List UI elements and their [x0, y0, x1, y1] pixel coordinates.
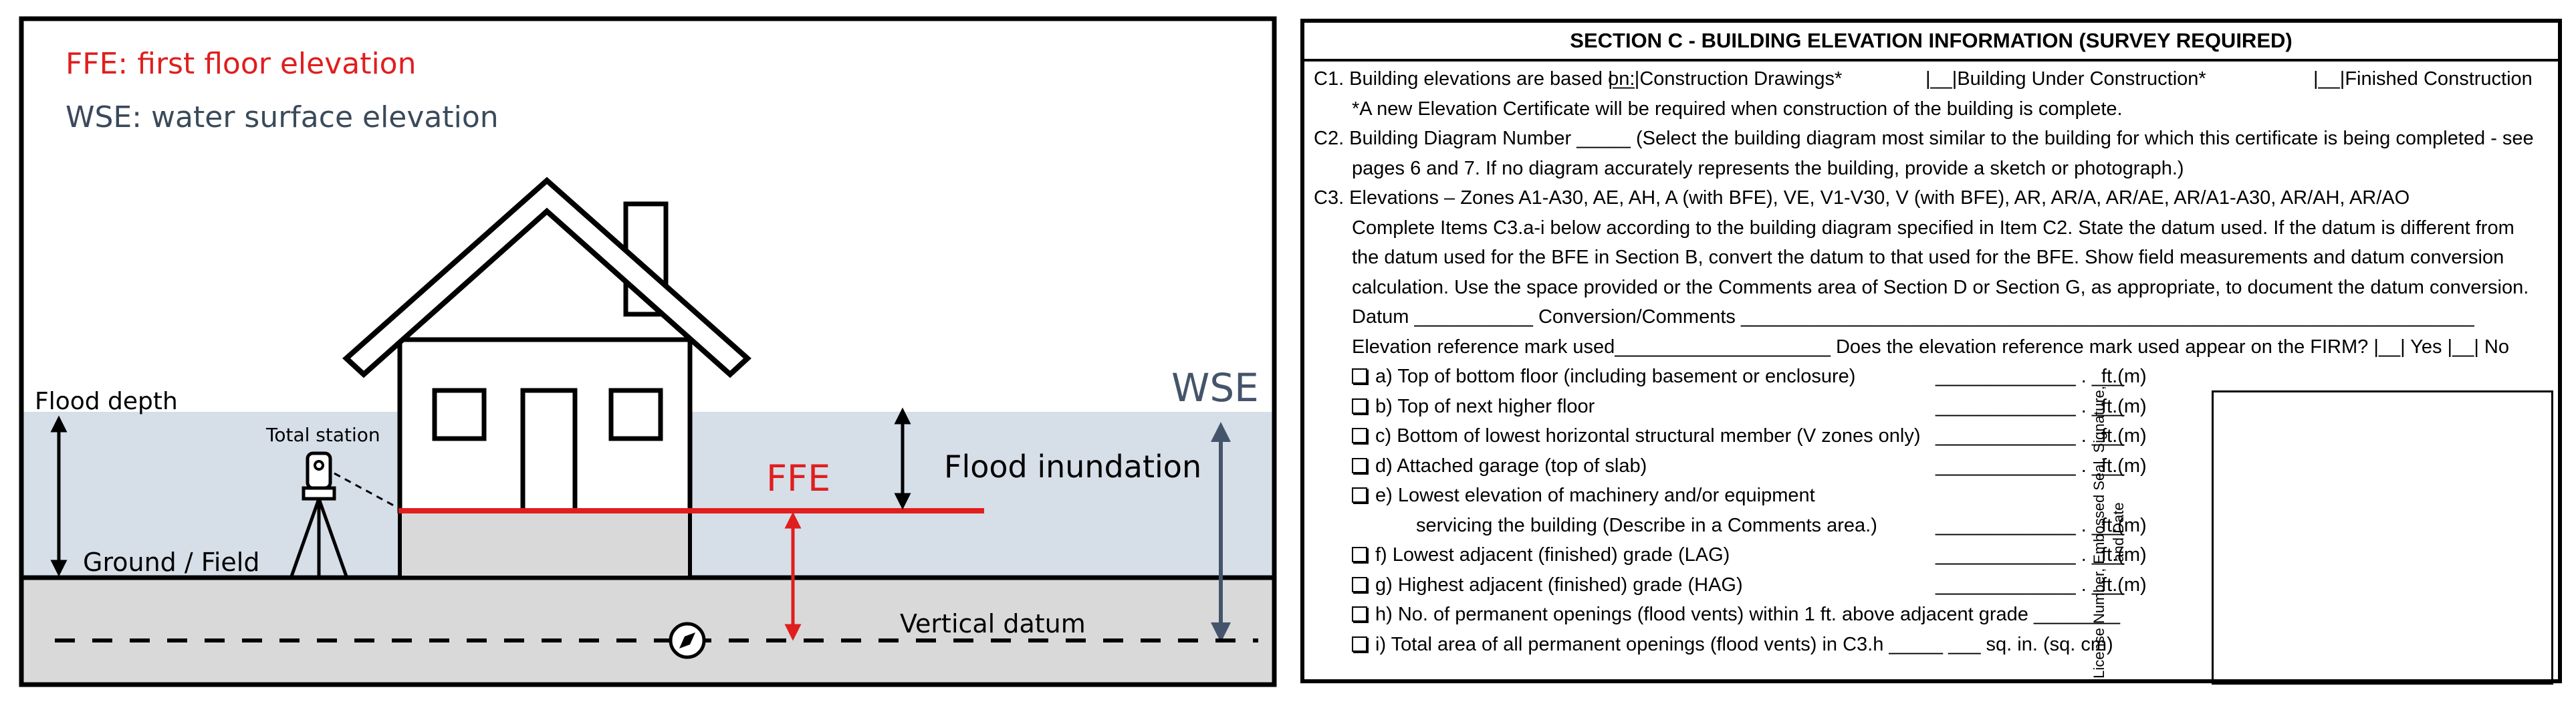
legend-ffe: FFE: first floor elevation [66, 47, 416, 81]
c3-line1: C3. Elevations – Zones A1-A30, AE, AH, A… [1314, 187, 2410, 209]
checkbox-b[interactable] [1352, 398, 1367, 414]
house-roof [342, 176, 751, 378]
item-c-value[interactable]: _____________ . ___ [1936, 425, 2125, 447]
c1-option-under-construction[interactable]: |__|Building Under Construction* [1925, 68, 2206, 90]
flood-inundation-label: Flood inundation [944, 449, 1201, 485]
section-c-form: SECTION C - BUILDING ELEVATION INFORMATI… [1300, 19, 2562, 685]
house-window-left [432, 388, 487, 441]
checkbox-h[interactable] [1352, 606, 1367, 622]
wse-label: WSE [1171, 365, 1259, 410]
house-window-right [608, 388, 663, 441]
reference-mark-field[interactable]: Elevation reference mark used___________… [1352, 336, 2509, 358]
item-b-value[interactable]: _____________ . ___ [1936, 395, 2125, 417]
item-e-unit: ft.(m) [2101, 514, 2147, 536]
compass-icon [669, 622, 706, 659]
item-b-unit: ft.(m) [2101, 395, 2147, 417]
c3-line4: calculation. Use the space provided or t… [1352, 276, 2529, 298]
c1-label: C1. Building elevations are based on: [1314, 68, 1635, 90]
item-c-label: c) Bottom of lowest horizontal structura… [1375, 425, 1921, 447]
total-station-icon [289, 451, 399, 577]
seal-signature-box[interactable] [2212, 390, 2553, 685]
item-i-label[interactable]: i) Total area of all permanent openings … [1375, 633, 2113, 655]
item-c-unit: ft.(m) [2101, 425, 2147, 447]
item-a-row: a) Top of bottom floor (including baseme… [1314, 362, 2549, 392]
item-h-label[interactable]: h) No. of permanent openings (flood vent… [1375, 604, 2121, 625]
item-b-label: b) Top of next higher floor [1375, 395, 1595, 417]
item-d-label: d) Attached garage (top of slab) [1375, 455, 1647, 477]
item-e-row: e) Lowest elevation of machinery and/or … [1314, 481, 2549, 511]
item-g-value[interactable]: _____________ . ___ [1936, 574, 2125, 596]
item-f-value[interactable]: _____________ . ___ [1936, 544, 2125, 566]
checkbox-d[interactable] [1352, 457, 1367, 473]
ground-label: Ground / Field [83, 548, 259, 577]
legend-wse: WSE: water surface elevation [66, 100, 499, 134]
checkbox-i[interactable] [1352, 636, 1367, 652]
c3-line3: the datum used for the BFE in Section B,… [1352, 247, 2504, 268]
c1-row: C1. Building elevations are based on: |_… [1314, 64, 2549, 94]
c3-line2: Complete Items C3.a-i below according to… [1352, 217, 2514, 239]
item-e-row-2: servicing the building (Describe in a Co… [1314, 511, 2549, 541]
item-f-row: f) Lowest adjacent (finished) grade (LAG… [1314, 540, 2549, 570]
item-a-unit: ft.(m) [2101, 366, 2147, 387]
ground-layer [23, 578, 1272, 683]
item-g-row: g) Highest adjacent (finished) grade (HA… [1314, 570, 2549, 600]
item-f-unit: ft.(m) [2101, 544, 2147, 566]
checkbox-f[interactable] [1352, 547, 1367, 562]
seal-label: License Number, Embossed Seal, Signature… [2091, 386, 2127, 679]
item-d-unit: ft.(m) [2101, 455, 2147, 477]
item-e-label: e) Lowest elevation of machinery and/or … [1375, 485, 1815, 506]
c1-option-finished[interactable]: |__|Finished Construction [2313, 68, 2533, 90]
checkbox-g[interactable] [1352, 576, 1367, 592]
item-g-label: g) Highest adjacent (finished) grade (HA… [1375, 574, 1743, 596]
ffe-label: FFE [766, 457, 830, 499]
item-g-unit: ft.(m) [2101, 574, 2147, 596]
item-e-label-2: servicing the building (Describe in a Co… [1416, 514, 1877, 536]
item-a-value[interactable]: _____________ . ___ [1936, 366, 2125, 387]
house-door [520, 388, 578, 511]
item-e-value[interactable]: _____________ . ___ [1936, 514, 2125, 536]
c2-line2: pages 6 and 7. If no diagram accurately … [1352, 157, 2184, 179]
flood-depth-label: Flood depth [35, 388, 178, 415]
item-h-row: h) No. of permanent openings (flood vent… [1314, 600, 2549, 630]
c1-note: *A new Elevation Certificate will be req… [1352, 98, 2123, 120]
datum-field[interactable]: Datum ___________ Conversion/Comments __… [1352, 306, 2474, 328]
item-d-row: d) Attached garage (top of slab) _______… [1314, 451, 2549, 481]
c2-line1: C2. Building Diagram Number _____ (Selec… [1314, 128, 2534, 149]
checkbox-e[interactable] [1352, 487, 1367, 503]
item-d-value[interactable]: _____________ . ___ [1936, 455, 2125, 477]
house-foundation [398, 509, 692, 580]
item-a-label: a) Top of bottom floor (including baseme… [1375, 366, 1856, 387]
checkbox-c[interactable] [1352, 428, 1367, 443]
checkbox-a[interactable] [1352, 368, 1367, 384]
flood-elevation-diagram: FFE: first floor elevation WSE: water su… [19, 16, 1277, 687]
form-body: C1. Building elevations are based on: |_… [1314, 64, 2553, 685]
vertical-datum-label: Vertical datum [900, 609, 1086, 638]
c1-option-drawings[interactable]: |__|Construction Drawings* [1608, 68, 1843, 90]
form-title: SECTION C - BUILDING ELEVATION INFORMATI… [1304, 23, 2558, 62]
total-station-label: Total station [265, 424, 380, 446]
item-i-row: i) Total area of all permanent openings … [1314, 630, 2549, 660]
item-c-row: c) Bottom of lowest horizontal structura… [1314, 421, 2549, 451]
item-f-label: f) Lowest adjacent (finished) grade (LAG… [1375, 544, 1730, 566]
item-b-row: b) Top of next higher floor ____________… [1314, 392, 2549, 422]
diagram-border [19, 16, 1277, 687]
